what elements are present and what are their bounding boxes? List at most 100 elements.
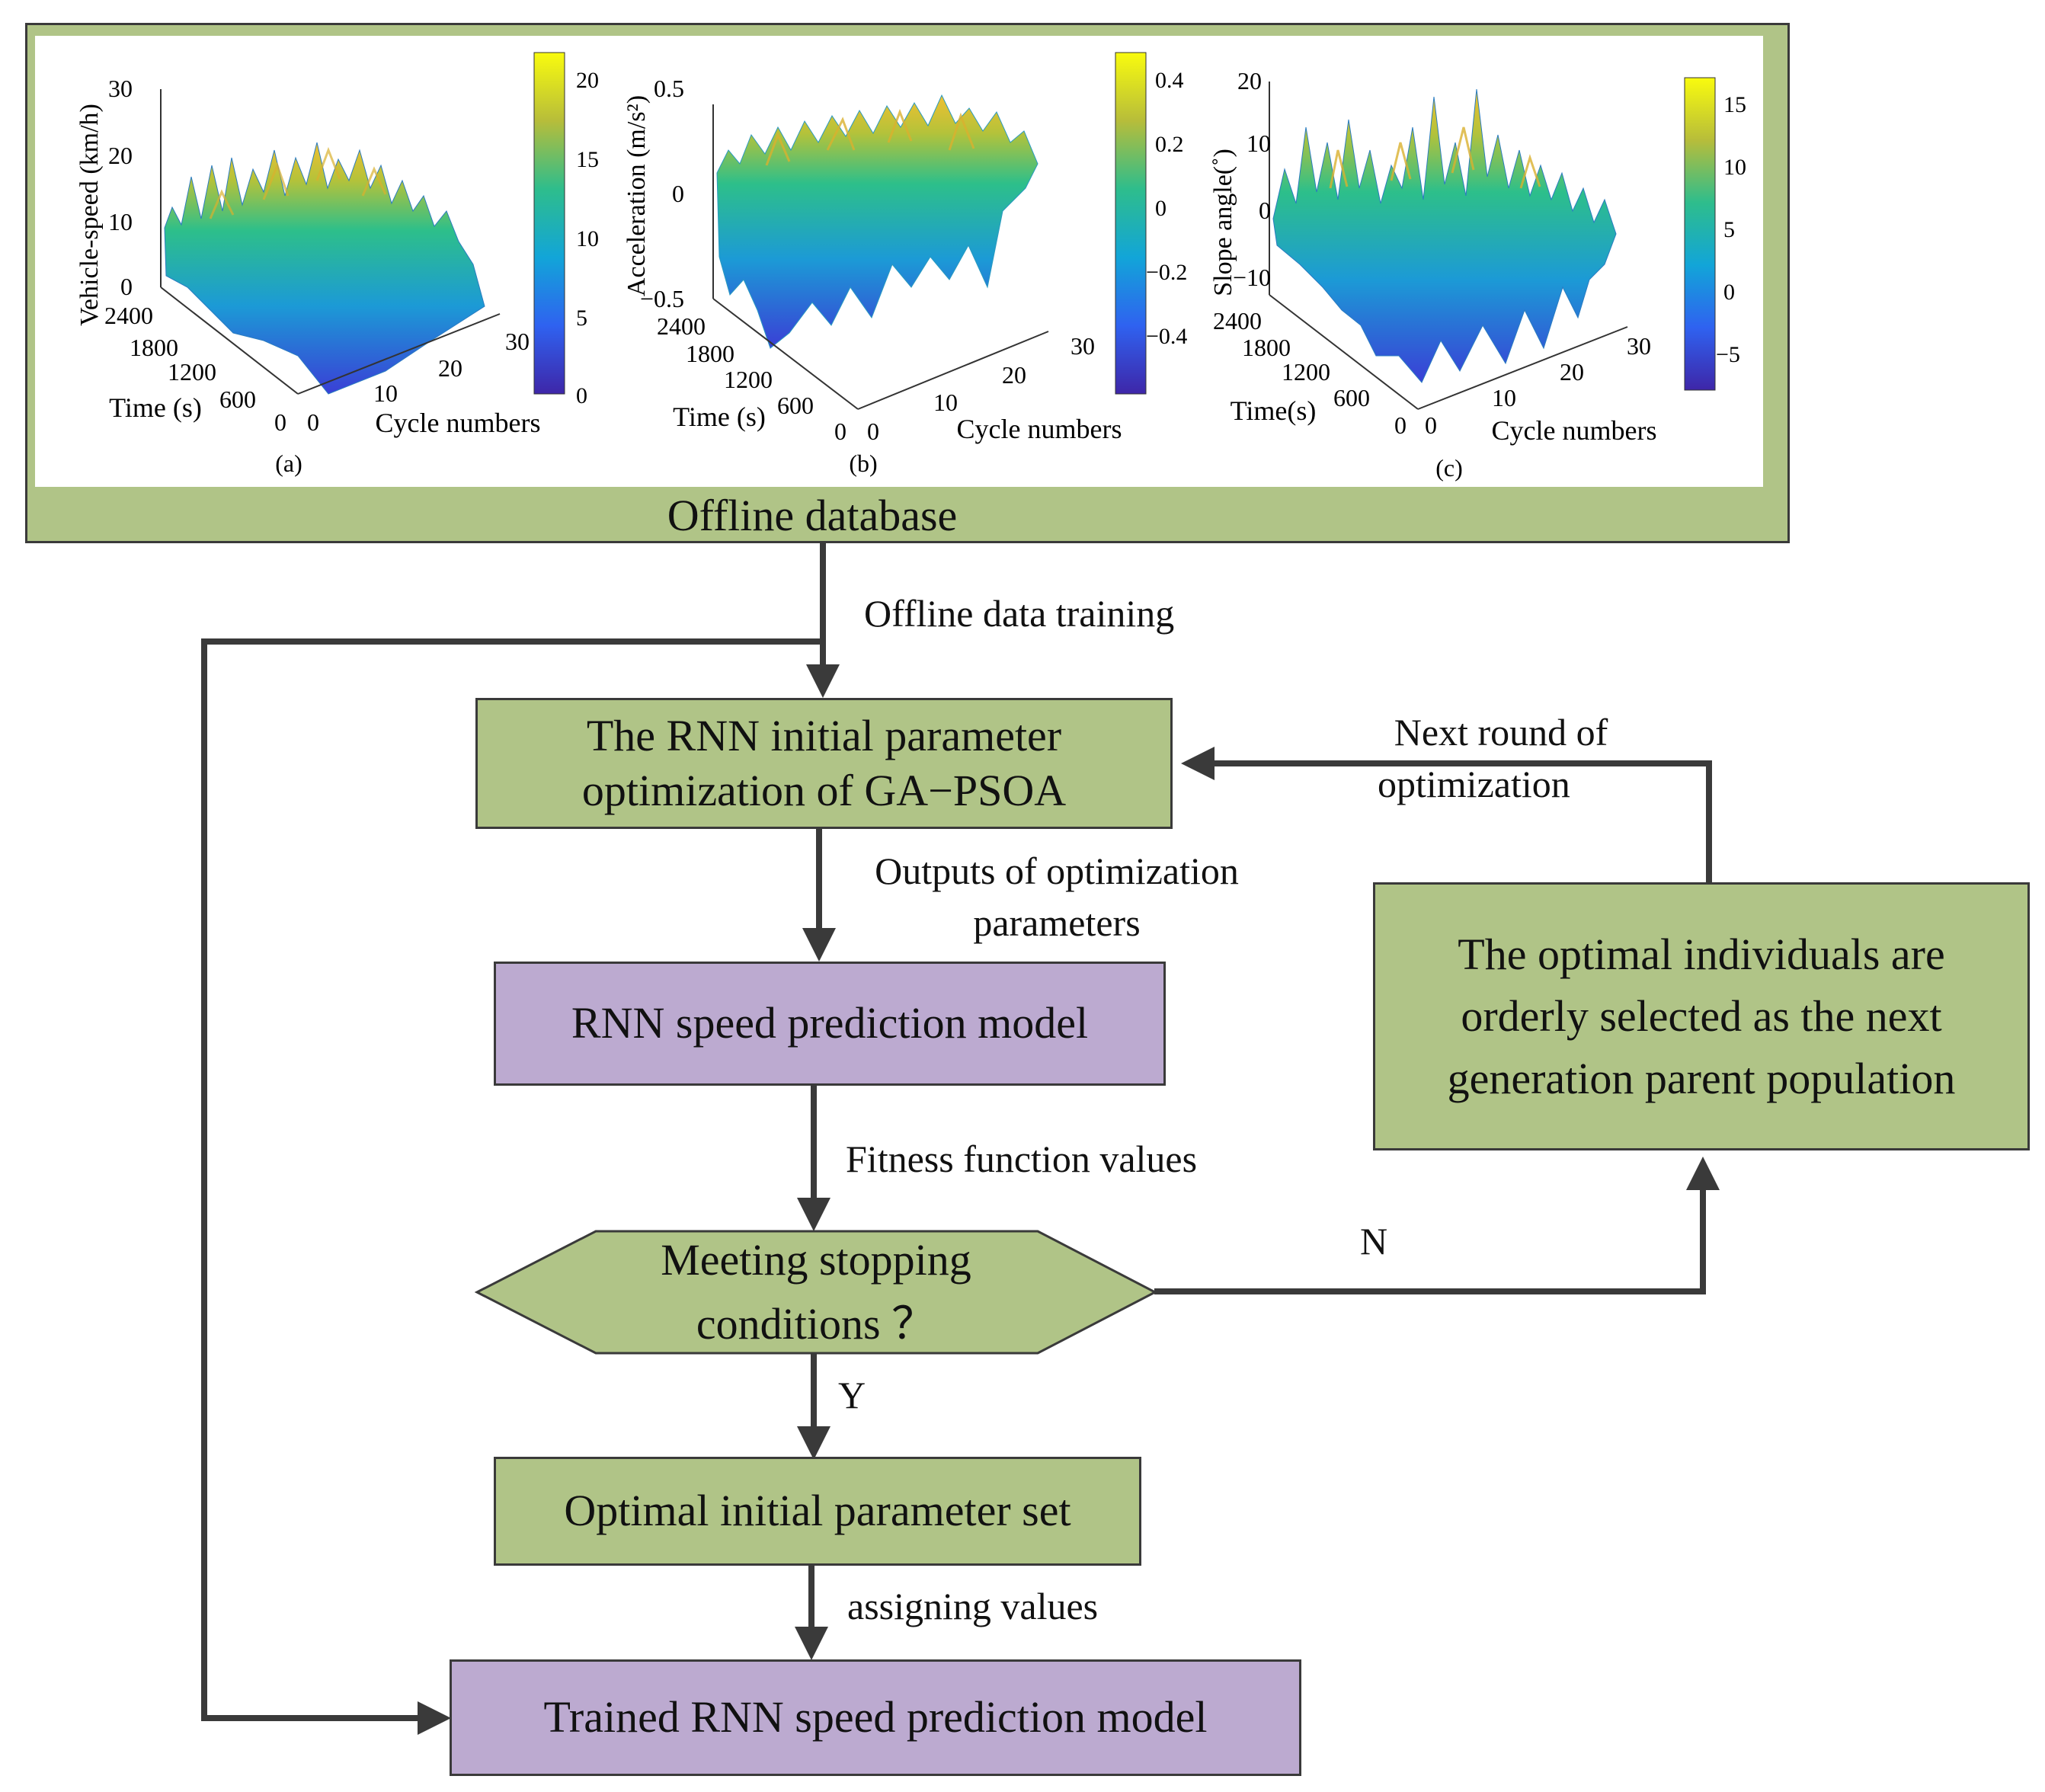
plot-a: Vehicle-speed (km/h) 30 20 10 0 2400 180… bbox=[75, 52, 599, 477]
next-round-line-1: Next round of bbox=[1394, 711, 1608, 754]
offline-database-panel: Vehicle-speed (km/h) 30 20 10 0 2400 180… bbox=[25, 23, 1790, 543]
time-axis-c bbox=[1269, 294, 1419, 410]
cycle-label-a: Cycle numbers bbox=[376, 408, 541, 438]
colorbar-tick-a-2: 10 bbox=[576, 226, 599, 251]
time-tick-b-3: 600 bbox=[777, 392, 814, 419]
cycle-axis-c bbox=[1417, 326, 1628, 410]
arrowhead-decision-top bbox=[797, 1198, 830, 1231]
z-tick-b-1: 0 bbox=[672, 180, 684, 207]
cycle-tick-a-2: 20 bbox=[438, 354, 462, 382]
colorbar-tick-c-4: −5 bbox=[1716, 342, 1740, 367]
cycle-axis-b bbox=[857, 331, 1049, 410]
time-tick-c-1: 1800 bbox=[1242, 334, 1291, 361]
z-tick-a-3: 0 bbox=[120, 273, 133, 300]
decision-line-1: Meeting stopping bbox=[661, 1234, 971, 1285]
cycle-tick-a-0: 0 bbox=[307, 408, 319, 436]
arrowhead-trained-left bbox=[418, 1701, 451, 1735]
time-tick-a-1: 1800 bbox=[130, 334, 178, 361]
z-tick-c-0: 20 bbox=[1237, 67, 1262, 94]
cycle-tick-c-0: 0 bbox=[1425, 411, 1437, 439]
time-tick-b-2: 1200 bbox=[724, 366, 773, 393]
time-axis-a bbox=[160, 286, 299, 395]
colorbar-tick-c-0: 15 bbox=[1723, 92, 1746, 117]
selection-line-3: generation parent population bbox=[1447, 1053, 1956, 1103]
plots-area: Vehicle-speed (km/h) 30 20 10 0 2400 180… bbox=[35, 36, 1763, 487]
next-round-line-2: optimization bbox=[1378, 762, 1570, 805]
colorbar-c bbox=[1684, 77, 1716, 391]
arrowhead-gapsoa-right bbox=[1181, 747, 1215, 780]
outputs-line-2: parameters bbox=[973, 901, 1141, 944]
colorbar-tick-b-0: 0.4 bbox=[1155, 68, 1184, 93]
cycle-tick-c-2: 20 bbox=[1560, 358, 1584, 386]
panel-label-c: (c) bbox=[1435, 454, 1463, 482]
optimal-set-label: Optimal initial parameter set bbox=[564, 1486, 1071, 1536]
ga-psoa-optimization-box: The RNN initial parameter optimization o… bbox=[475, 698, 1173, 829]
ga-psoa-line-1: The RNN initial parameter bbox=[586, 710, 1062, 760]
database-title: Offline database bbox=[667, 491, 958, 540]
decision-hexagon bbox=[474, 1230, 1158, 1355]
colorbar-tick-c-3: 0 bbox=[1723, 280, 1735, 305]
colorbar-a bbox=[533, 52, 565, 395]
colorbar-tick-b-3: −0.2 bbox=[1146, 260, 1187, 285]
cycle-tick-c-1: 10 bbox=[1492, 384, 1516, 411]
time-tick-a-2: 1200 bbox=[168, 358, 216, 386]
colorbar-tick-c-2: 5 bbox=[1723, 217, 1735, 242]
arrowhead-rnn-top bbox=[802, 928, 836, 962]
decision-text: Meeting stopping conditions ？ bbox=[474, 1228, 1158, 1356]
outputs-label: Outputs of optimization parameters bbox=[843, 846, 1270, 949]
cycle-axis-a bbox=[297, 313, 501, 395]
arrowhead-gapsoa-top bbox=[806, 664, 840, 698]
yes-label: Y bbox=[838, 1374, 866, 1416]
z-label-a: Vehicle-speed (km/h) bbox=[75, 104, 104, 326]
line-selection-to-gapsoa bbox=[1211, 760, 1712, 882]
cycle-tick-a-1: 10 bbox=[373, 379, 398, 407]
panel-label-b: (b) bbox=[849, 450, 877, 477]
plot-c: Slope angle(˚) 20 10 0 −10 2400 1800 120… bbox=[1209, 67, 1746, 482]
surface-a bbox=[164, 142, 485, 395]
ga-psoa-line-2: optimization of GA−PSOA bbox=[581, 766, 1067, 815]
surface-c bbox=[1272, 88, 1617, 383]
decision-line-2: conditions ？ bbox=[696, 1299, 936, 1349]
offline-training-label: Offline data training bbox=[864, 592, 1175, 635]
colorbar-tick-a-3: 5 bbox=[576, 306, 587, 331]
time-tick-b-0: 2400 bbox=[657, 312, 706, 340]
z-tick-b-2: −0.5 bbox=[640, 285, 684, 312]
fitness-label: Fitness function values bbox=[846, 1138, 1198, 1180]
colorbar-tick-a-1: 15 bbox=[576, 147, 599, 172]
z-tick-c-1: 10 bbox=[1247, 130, 1271, 157]
cycle-tick-b-1: 10 bbox=[933, 389, 958, 416]
z-tick-a-2: 10 bbox=[108, 208, 133, 235]
z-tick-a-1: 20 bbox=[108, 142, 133, 169]
arrowhead-optimal-top bbox=[797, 1426, 830, 1460]
panel-label-a: (a) bbox=[275, 450, 302, 477]
time-label-c: Time(s) bbox=[1231, 395, 1317, 426]
z-tick-b-0: 0.5 bbox=[654, 75, 684, 102]
cycle-tick-b-0: 0 bbox=[867, 418, 879, 445]
arrowhead-trained-top bbox=[795, 1627, 828, 1660]
line-bypass bbox=[201, 638, 823, 1721]
next-round-label: Next round of optimization bbox=[1364, 707, 1638, 810]
cycle-tick-b-2: 20 bbox=[1002, 361, 1026, 389]
plots-svg: Vehicle-speed (km/h) 30 20 10 0 2400 180… bbox=[75, 52, 1746, 482]
time-tick-c-4: 0 bbox=[1394, 411, 1407, 439]
cycle-tick-c-3: 30 bbox=[1627, 332, 1651, 360]
cycle-label-c: Cycle numbers bbox=[1492, 415, 1657, 446]
colorbar-tick-b-4: −0.4 bbox=[1146, 324, 1187, 349]
surface-c-ridges bbox=[1329, 126, 1541, 189]
time-tick-a-4: 0 bbox=[274, 408, 286, 436]
cycle-tick-a-3: 30 bbox=[505, 328, 530, 355]
time-axis-b bbox=[712, 298, 859, 410]
time-tick-c-0: 2400 bbox=[1213, 307, 1262, 334]
selection-line-1: The optimal individuals are bbox=[1458, 930, 1945, 980]
time-label-b: Time (s) bbox=[673, 402, 766, 432]
arrowhead-selection-bottom bbox=[1686, 1157, 1720, 1190]
surface-a-ridges bbox=[209, 146, 387, 219]
assigning-label: assigning values bbox=[847, 1585, 1099, 1627]
colorbar-b bbox=[1115, 52, 1147, 395]
surface-b bbox=[716, 94, 1039, 349]
z-tick-c-3: −10 bbox=[1233, 264, 1271, 291]
z-tick-c-2: 0 bbox=[1259, 197, 1271, 224]
rnn-model-label: RNN speed prediction model bbox=[571, 998, 1089, 1048]
trained-rnn-model-box: Trained RNN speed prediction model bbox=[450, 1659, 1301, 1776]
